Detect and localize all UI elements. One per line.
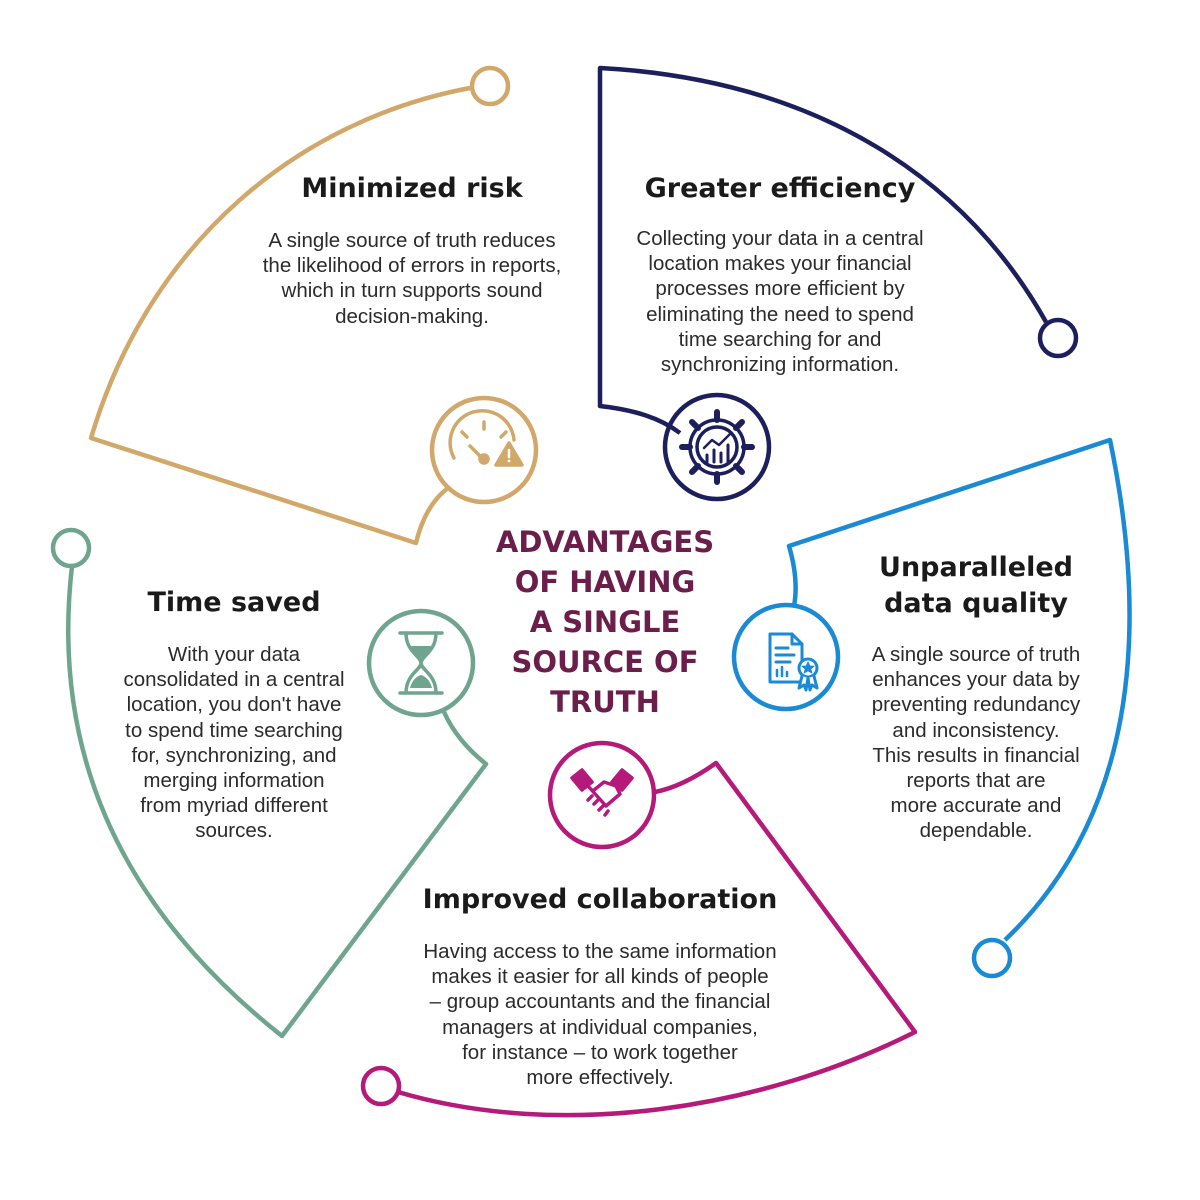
segment-greater-efficiency-icon-ring [662, 392, 772, 502]
body-line: sources. [195, 819, 273, 843]
certified-document-icon [768, 632, 819, 692]
body-line: Collecting your data in a central [636, 227, 924, 250]
title-line: data quality [884, 588, 1068, 619]
body-line: time searching for and [678, 327, 882, 351]
body-line: This results in financial [872, 743, 1080, 767]
body-line: and inconsistency. [892, 718, 1060, 742]
body-line: processes more efficient by [655, 277, 905, 301]
body-line: dependable. [919, 819, 1033, 843]
body-line: the likelihood of errors in reports, [262, 254, 562, 278]
body-line: managers at individual companies, [442, 1015, 758, 1039]
body-line: – group accountants and the financial [429, 990, 771, 1014]
segment-data-quality-end-dot [971, 937, 1013, 979]
greater-efficiency-body: Collecting your data in a central locati… [600, 226, 960, 377]
body-line: decision-making. [335, 304, 489, 328]
title-line: Unparalleled [879, 552, 1073, 583]
gear-chart-icon [679, 409, 755, 485]
segment-time-saved-outline [50, 527, 489, 1039]
body-line: Having access to the same information [423, 940, 777, 963]
segment-collaboration-outline [360, 740, 918, 1118]
minimized-risk-title: Minimized risk [301, 173, 523, 204]
body-line: A single source of truth [871, 643, 1081, 666]
center-title-line: A SINGLE [529, 605, 681, 639]
center-title: ADVANTAGES OF HAVING A SINGLE SOURCE OF … [470, 522, 740, 722]
time-saved-title: Time saved [147, 587, 321, 618]
segment-collaboration-icon-ring [547, 740, 657, 850]
time-saved-body: With your data consolidated in a central… [104, 642, 364, 844]
body-line: for, synchronizing, and [131, 743, 337, 767]
center-title-line: OF HAVING [514, 565, 696, 599]
body-line: to spend time searching [125, 718, 343, 742]
body-line: more accurate and [890, 794, 1062, 818]
segment-minimized-risk-end-dot [469, 65, 511, 107]
body-line: from myriad different [140, 794, 328, 818]
center-title-line: SOURCE OF [511, 645, 699, 679]
body-line: location, you don't have [126, 693, 342, 717]
body-line: enhances your data by [872, 668, 1080, 692]
body-line: which in turn supports sound [281, 279, 543, 303]
body-line: location makes your financial [648, 252, 912, 276]
collaboration-title: Improved collaboration [422, 884, 778, 915]
body-line: makes it easier for all kinds of people [431, 965, 769, 989]
body-line: for instance – to work together [462, 1040, 738, 1064]
body-line: preventing redundancy [871, 693, 1081, 717]
data-quality-body: A single source of truth enhances your d… [846, 642, 1106, 844]
body-line: consolidated in a central [123, 668, 345, 692]
body-line: merging information [143, 769, 325, 793]
center-title-line: TRUTH [550, 685, 660, 719]
segment-greater-efficiency-outline [597, 65, 1079, 502]
body-line: With your data [167, 643, 301, 666]
segment-minimized-risk-icon-ring [429, 395, 539, 505]
segment-time-saved-end-dot [50, 527, 92, 569]
body-line: reports that are [906, 769, 1046, 793]
segment-data-quality-outline [731, 437, 1132, 979]
body-line: synchronizing information. [660, 353, 900, 377]
segment-minimized-risk-outline [88, 65, 539, 546]
handshake-icon [570, 768, 634, 817]
body-line: more effectively. [526, 1066, 674, 1090]
body-line: eliminating the need to spend [646, 302, 914, 326]
collaboration-body: Having access to the same information ma… [380, 939, 820, 1090]
body-line: A single source of truth reduces [268, 229, 556, 252]
segment-collaboration-end-dot [360, 1065, 402, 1107]
minimized-risk-body: A single source of truth reduces the lik… [222, 228, 602, 329]
data-quality-title: Unparalleled data quality [836, 550, 1116, 622]
center-title-line: ADVANTAGES [495, 525, 715, 559]
speedometer-warning-icon [448, 409, 524, 467]
greater-efficiency-title: Greater efficiency [644, 173, 916, 204]
segment-greater-efficiency-end-dot [1037, 317, 1079, 359]
hourglass-icon [398, 631, 444, 695]
segment-time-saved-icon-ring [366, 608, 476, 718]
segment-data-quality-icon-ring [731, 602, 841, 712]
